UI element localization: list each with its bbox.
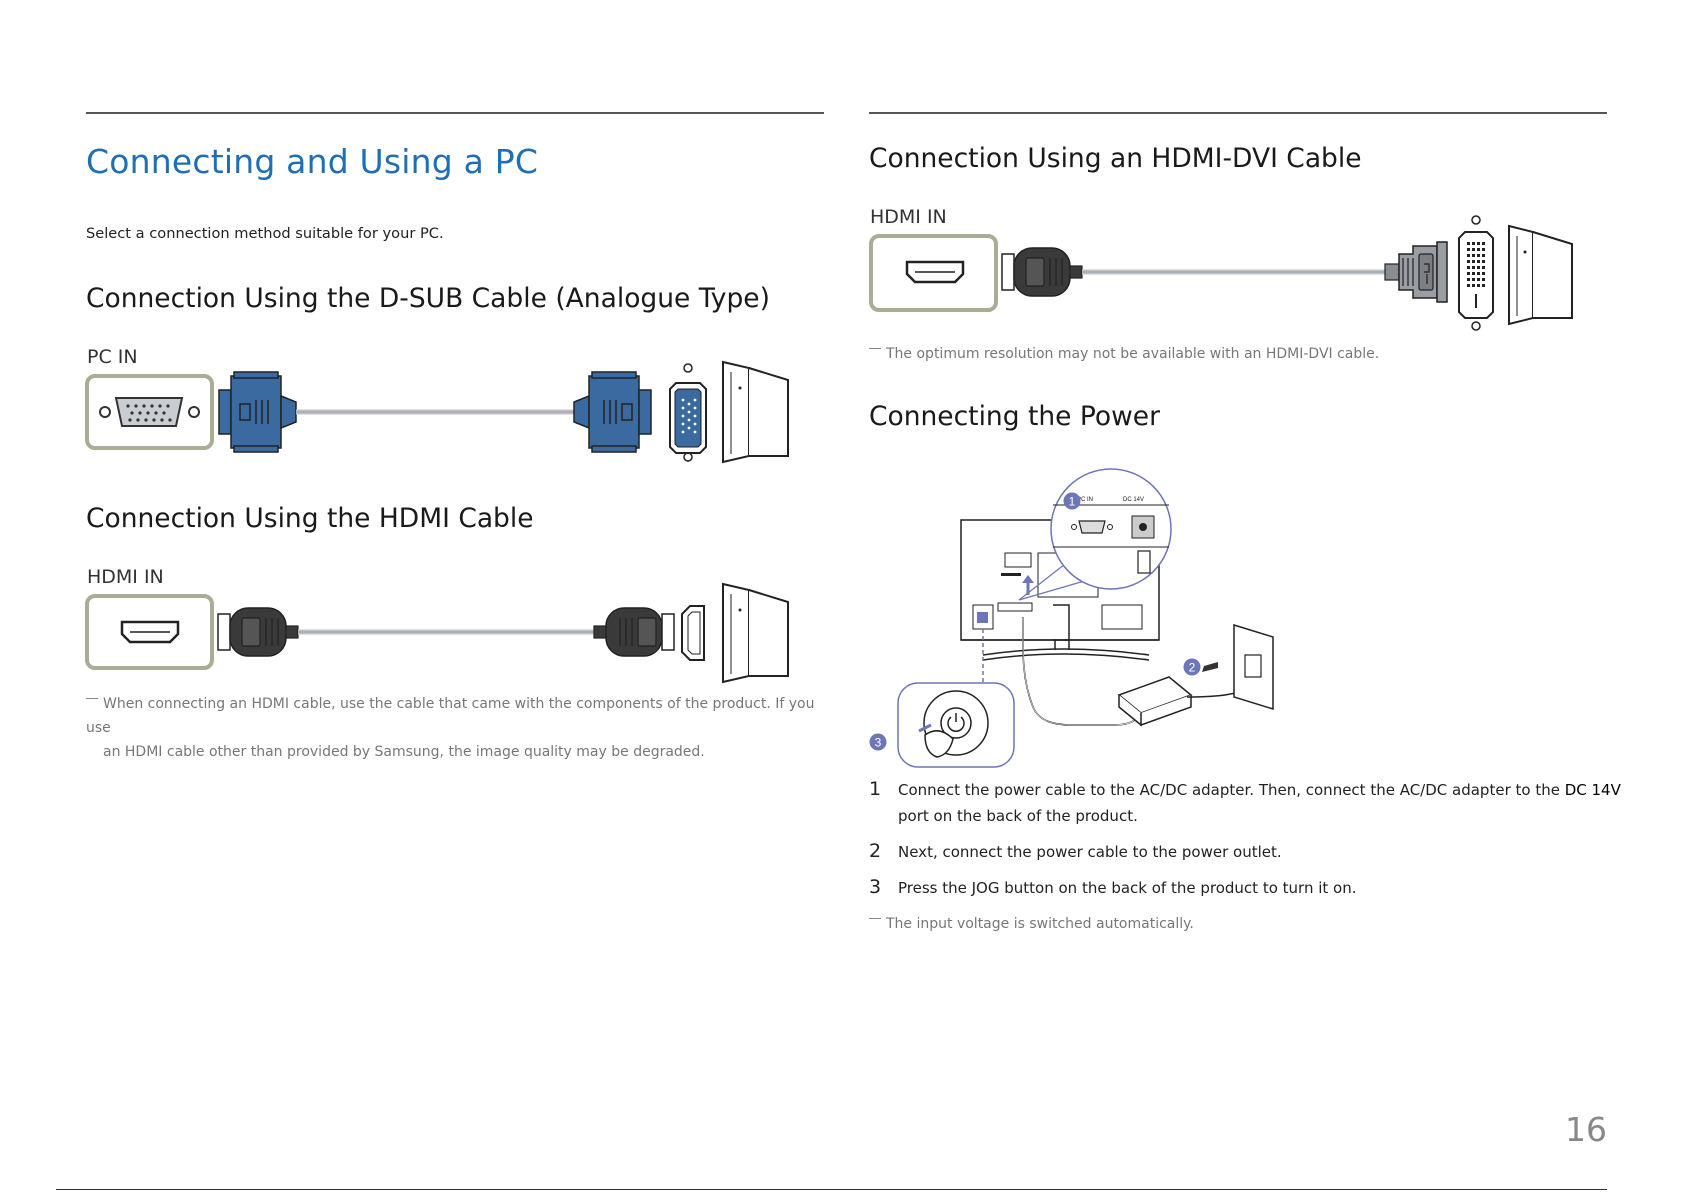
step-1-text-a: Connect the power cable to the AC/DC ada…	[898, 781, 1565, 799]
step-number: 3	[869, 876, 882, 898]
list-item: 1 Connect the power cable to the AC/DC a…	[869, 777, 1621, 839]
hdmi-dvi-note: The optimum resolution may not be availa…	[869, 342, 1379, 366]
note-dash	[869, 918, 881, 919]
hdmi-dvi-cable-diagram	[869, 215, 1573, 331]
step-1-dc14v: DC 14V	[1564, 781, 1621, 799]
power-outlet-icon	[1233, 623, 1274, 711]
hdmi-dvi-port-label: HDMI IN	[870, 206, 947, 228]
hdmi-note-line1: When connecting an HDMI cable, use the c…	[86, 696, 815, 736]
callout-3: 3	[869, 733, 887, 751]
bottom-rule	[56, 1189, 1607, 1190]
dsub-cable-diagram	[85, 360, 789, 464]
jog-button-zoom	[897, 682, 1015, 768]
top-rule-left	[86, 112, 824, 114]
pc-tower-icon	[722, 360, 789, 464]
hdmi-port-icon	[869, 234, 998, 312]
step-text: Connect the power cable to the AC/DC ada…	[898, 777, 1621, 829]
dsub-heading: Connection Using the D-SUB Cable (Analog…	[86, 283, 770, 314]
list-item: 2 Next, connect the power cable to the p…	[869, 839, 1599, 875]
power-note-text: The input voltage is switched automatica…	[886, 916, 1194, 932]
hdmi-note-line2: an HDMI cable other than provided by Sam…	[103, 744, 705, 760]
vga-plug-left-icon	[218, 371, 297, 453]
step-1-text-b: port on the back of the product.	[898, 807, 1138, 825]
dsub-port-label: PC IN	[87, 346, 138, 368]
callout-2: 2	[1183, 658, 1201, 676]
zoom-circle: PC IN DC 14V	[1050, 468, 1172, 590]
hdmi-port-label: HDMI IN	[87, 566, 164, 588]
hdmi-cable-diagram	[85, 582, 789, 684]
zoom-label-dc14v: DC 14V	[1123, 497, 1144, 503]
vga-pc-socket-icon	[669, 363, 707, 462]
svg-text:2: 2	[1189, 661, 1196, 675]
hdmi-note: When connecting an HDMI cable, use the c…	[86, 692, 826, 764]
list-item: 3 Press the JOG button on the back of th…	[869, 875, 1599, 911]
hdmi-heading: Connection Using the HDMI Cable	[86, 503, 534, 534]
power-connection-diagram: PC IN DC 14V 1 2 3	[869, 468, 1274, 768]
note-dash	[869, 348, 881, 349]
pc-tower-icon	[1508, 224, 1573, 326]
ac-adapter-icon	[1117, 676, 1193, 727]
page-title: Connecting and Using a PC	[86, 142, 539, 181]
step-number: 2	[869, 840, 882, 862]
hdmi-plug-right-icon	[593, 607, 675, 657]
callout-1: 1	[1063, 492, 1081, 510]
step-number: 1	[869, 778, 882, 800]
hdmi-dvi-note-text: The optimum resolution may not be availa…	[886, 346, 1380, 362]
vga-port-icon	[85, 374, 214, 450]
note-dash	[86, 698, 98, 699]
power-note: The input voltage is switched automatica…	[869, 912, 1194, 936]
step-text: Next, connect the power cable to the pow…	[898, 843, 1282, 861]
power-heading: Connecting the Power	[869, 401, 1161, 432]
step-text: Press the JOG button on the back of the …	[898, 879, 1357, 897]
pc-tower-icon	[722, 582, 789, 684]
hdmi-pc-socket-icon	[681, 605, 705, 661]
dvi-pc-socket-icon	[1458, 215, 1494, 331]
vga-plug-right-icon	[573, 371, 652, 453]
dvi-plug-icon	[1384, 241, 1448, 303]
svg-text:1: 1	[1069, 495, 1076, 509]
svg-text:3: 3	[875, 736, 882, 750]
hdmi-dvi-heading: Connection Using an HDMI-DVI Cable	[869, 143, 1362, 174]
intro-text: Select a connection method suitable for …	[86, 225, 444, 242]
page-number: 16	[1565, 1110, 1607, 1149]
zoom-label-pc-in: PC IN	[1077, 497, 1093, 503]
hdmi-port-icon	[85, 594, 214, 670]
hdmi-plug-icon	[1001, 247, 1083, 297]
top-rule-right	[869, 112, 1607, 114]
power-steps-list: 1 Connect the power cable to the AC/DC a…	[869, 777, 1621, 911]
hdmi-plug-left-icon	[217, 607, 299, 657]
